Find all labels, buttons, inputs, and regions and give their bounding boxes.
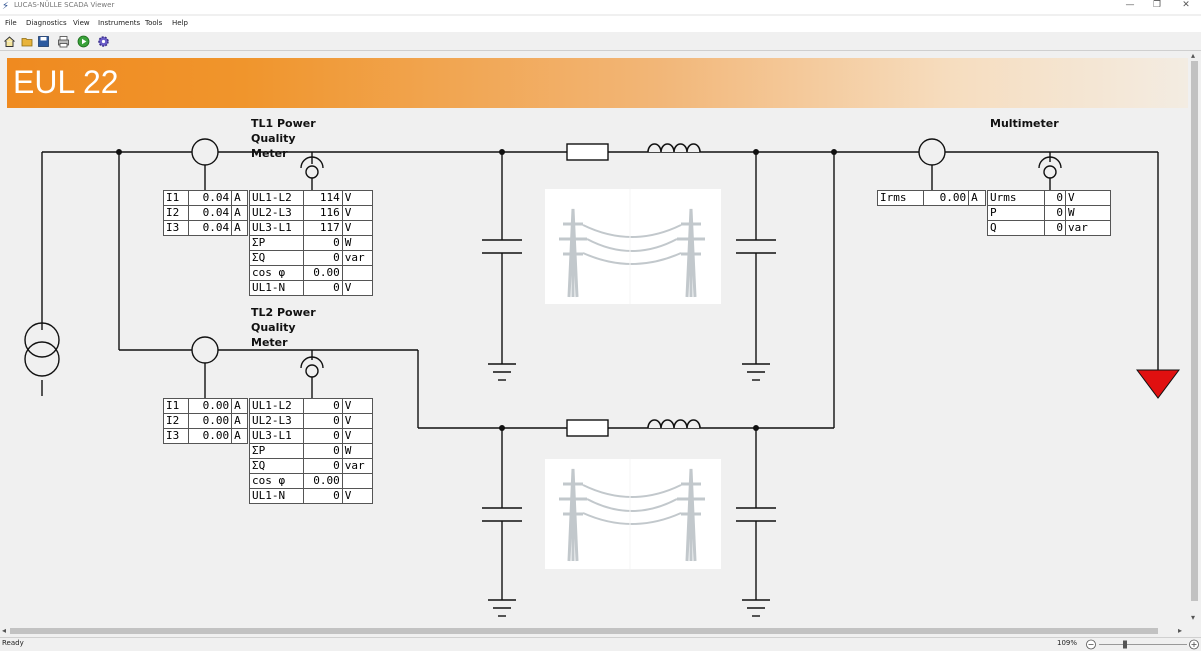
play-icon[interactable] <box>77 35 90 48</box>
vertical-scrollbar[interactable]: ▴ ▾ <box>1188 51 1201 625</box>
vertical-scroll-thumb[interactable] <box>1191 61 1198 601</box>
scroll-up-icon[interactable]: ▴ <box>1191 51 1196 60</box>
multimeter-title: Multimeter <box>990 117 1059 130</box>
title-bar: ⚡ LUCAS-NÜLLE SCADA Viewer — ❐ ✕ <box>0 0 1201 14</box>
zoom-level: 109% <box>1057 639 1078 647</box>
menu-instruments[interactable]: Instruments <box>98 19 141 27</box>
status-bar: Ready 109% <box>0 637 1201 651</box>
minimize-icon[interactable]: — <box>1125 0 1135 10</box>
power-pylon-icon <box>559 189 705 304</box>
power-pylon-icon <box>559 459 705 569</box>
experiment-banner: EUL 22 <box>7 58 1188 108</box>
window-title: LUCAS-NÜLLE SCADA Viewer <box>14 1 115 9</box>
home-icon[interactable] <box>3 35 16 48</box>
transmission-line-image-1 <box>545 189 721 304</box>
scroll-right-icon[interactable]: ▸ <box>1178 626 1183 635</box>
save-icon[interactable] <box>37 35 50 48</box>
scroll-down-icon[interactable]: ▾ <box>1191 613 1196 622</box>
status-text: Ready <box>2 639 24 647</box>
close-icon[interactable]: ✕ <box>1182 0 1190 10</box>
diagram-canvas: EUL 22 <box>0 51 1188 625</box>
menu-tools[interactable]: Tools <box>145 19 163 27</box>
zoom-slider[interactable] <box>1085 639 1201 650</box>
scroll-left-icon[interactable]: ◂ <box>2 626 7 635</box>
horizontal-scroll-thumb[interactable] <box>10 628 1158 634</box>
restore-icon[interactable]: ❐ <box>1152 0 1162 10</box>
circuit-diagram <box>24 138 1180 617</box>
menu-view[interactable]: View <box>73 19 90 27</box>
toolbar <box>0 33 1201 51</box>
settings-gear-icon[interactable] <box>97 35 110 48</box>
menu-diagnostics[interactable]: Diagnostics <box>26 19 67 27</box>
transmission-line-image-2 <box>545 459 721 569</box>
load-triangle-icon <box>1136 369 1180 399</box>
banner-title: EUL 22 <box>13 64 119 100</box>
menu-help[interactable]: Help <box>172 19 188 27</box>
print-icon[interactable] <box>57 35 70 48</box>
menu-file[interactable]: File <box>5 19 17 27</box>
menu-bar: File Diagnostics View Instruments Tools … <box>0 16 1201 32</box>
horizontal-scrollbar[interactable]: ◂ ▸ <box>0 625 1188 637</box>
open-folder-icon[interactable] <box>21 35 34 48</box>
app-icon: ⚡ <box>2 1 10 12</box>
